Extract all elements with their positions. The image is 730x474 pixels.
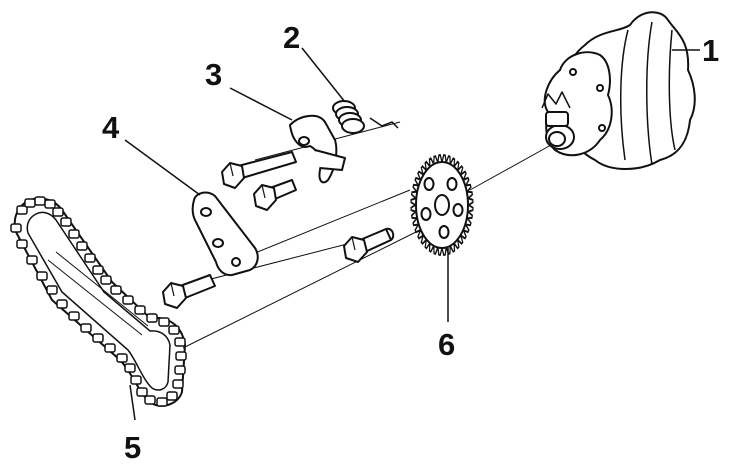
chain-link: [16, 239, 28, 249]
sprocket-lightening-hole-3: [452, 203, 464, 217]
chain-link: [130, 375, 142, 385]
pump-bolt-hole-3: [598, 124, 606, 132]
chain-guide-hole-3: [231, 257, 241, 267]
chain-link: [92, 265, 104, 275]
tensioner-bolt-lower: [253, 179, 297, 211]
tensioner-bolt-lower-edge: [261, 184, 266, 199]
tensioner-tail: [314, 149, 346, 171]
chain-link: [10, 223, 22, 233]
pump-rib-2: [646, 21, 653, 166]
axis-line-sprocket-pump: [469, 139, 561, 191]
sprocket-lightening-hole-1: [423, 177, 435, 191]
tensioner-bolt-upper: [221, 151, 297, 189]
chain-outer-edge: [13, 197, 187, 407]
chain-guide-bolt: [162, 274, 216, 309]
chain-links: [10, 196, 187, 407]
sprocket-center-hole: [434, 194, 450, 216]
chain-link: [124, 363, 136, 373]
spring-pin: [369, 117, 399, 129]
chain-tensioner: [289, 114, 346, 184]
chain-link: [100, 275, 112, 285]
tensioner-pivot-hole: [298, 136, 310, 146]
chain-link: [110, 285, 122, 295]
axis-line-guide-sprocket: [232, 189, 411, 263]
chain-link: [44, 199, 56, 209]
callout-6: 6: [438, 327, 455, 362]
chain-link: [122, 295, 134, 305]
chain-link: [76, 241, 88, 251]
chain-link: [168, 325, 180, 335]
chain-link: [80, 323, 92, 333]
chain-link: [60, 217, 72, 227]
chain-link: [52, 207, 64, 217]
chain-link: [68, 311, 80, 321]
chain-link: [68, 229, 80, 239]
sprocket-lightening-hole-4: [438, 225, 450, 239]
leader-line-4: [124, 139, 201, 196]
chain-link: [46, 285, 58, 295]
chain-guide: [191, 191, 259, 277]
leader-lines: [124, 47, 700, 421]
chain-link: [136, 387, 148, 397]
pump-rib-3: [668, 29, 676, 151]
tensioner-bolt-upper-shank: [237, 151, 297, 179]
callout-5: 5: [124, 430, 141, 465]
chain-center-line-2: [55, 251, 149, 327]
pump-bolt-hole-2: [596, 84, 604, 92]
chain-link: [144, 395, 156, 405]
chain-link: [56, 299, 68, 309]
chain-link: [104, 343, 116, 353]
chain-link: [134, 305, 146, 315]
chain-link: [116, 353, 128, 363]
tensioner-bolt-upper-edge: [229, 162, 234, 177]
chain-link: [174, 365, 186, 375]
callout-1: 1: [702, 33, 719, 68]
chain-link: [166, 391, 178, 401]
chain-guide-hole-2: [212, 238, 224, 248]
pump-arrow-mark: [541, 91, 571, 109]
chain-link: [158, 317, 170, 327]
chain-inner-edge: [26, 211, 171, 391]
drive-chain: [10, 196, 187, 407]
axis-line-chain-sprocket: [182, 224, 431, 349]
sprocket-bolt-tip: [385, 227, 395, 241]
chain-link: [26, 255, 38, 265]
callout-4: 4: [102, 110, 120, 145]
leader-line-2: [301, 47, 346, 103]
callout-2: 2: [283, 20, 300, 55]
chain-link: [174, 337, 186, 347]
chain-link: [24, 198, 36, 208]
chain-center-line-1: [47, 259, 143, 336]
oil-pump-sprocket: [410, 154, 474, 256]
sprocket-bolt-head-edge: [351, 236, 356, 251]
chain-link: [172, 379, 184, 389]
oil-pump: [541, 11, 696, 170]
chain-guide-body: [191, 191, 259, 277]
pump-bolt-hole-1: [569, 68, 577, 76]
leader-line-5: [129, 384, 136, 421]
sprocket-bolt: [343, 227, 395, 263]
sprocket-lightening-hole-2: [446, 177, 458, 191]
chain-link: [84, 253, 96, 263]
chain-link: [156, 397, 168, 407]
pump-rib-1: [619, 29, 629, 161]
chain-guide-bolt-edge: [170, 282, 175, 297]
callout-3: 3: [205, 57, 222, 92]
chain-link: [175, 351, 187, 361]
chain-link: [16, 205, 28, 215]
spring-coil-4: [341, 118, 365, 134]
chain-link: [34, 196, 46, 206]
chain-guide-hole-1: [200, 207, 212, 217]
chain-link: [146, 313, 158, 323]
sprocket-lightening-hole-5: [420, 207, 432, 221]
chain-link: [36, 271, 48, 281]
chain-link: [92, 333, 104, 343]
pump-drive-flat: [545, 111, 569, 127]
tensioner-spring: [332, 100, 399, 134]
leader-line-3: [229, 87, 293, 121]
pump-shaft: [548, 131, 566, 147]
